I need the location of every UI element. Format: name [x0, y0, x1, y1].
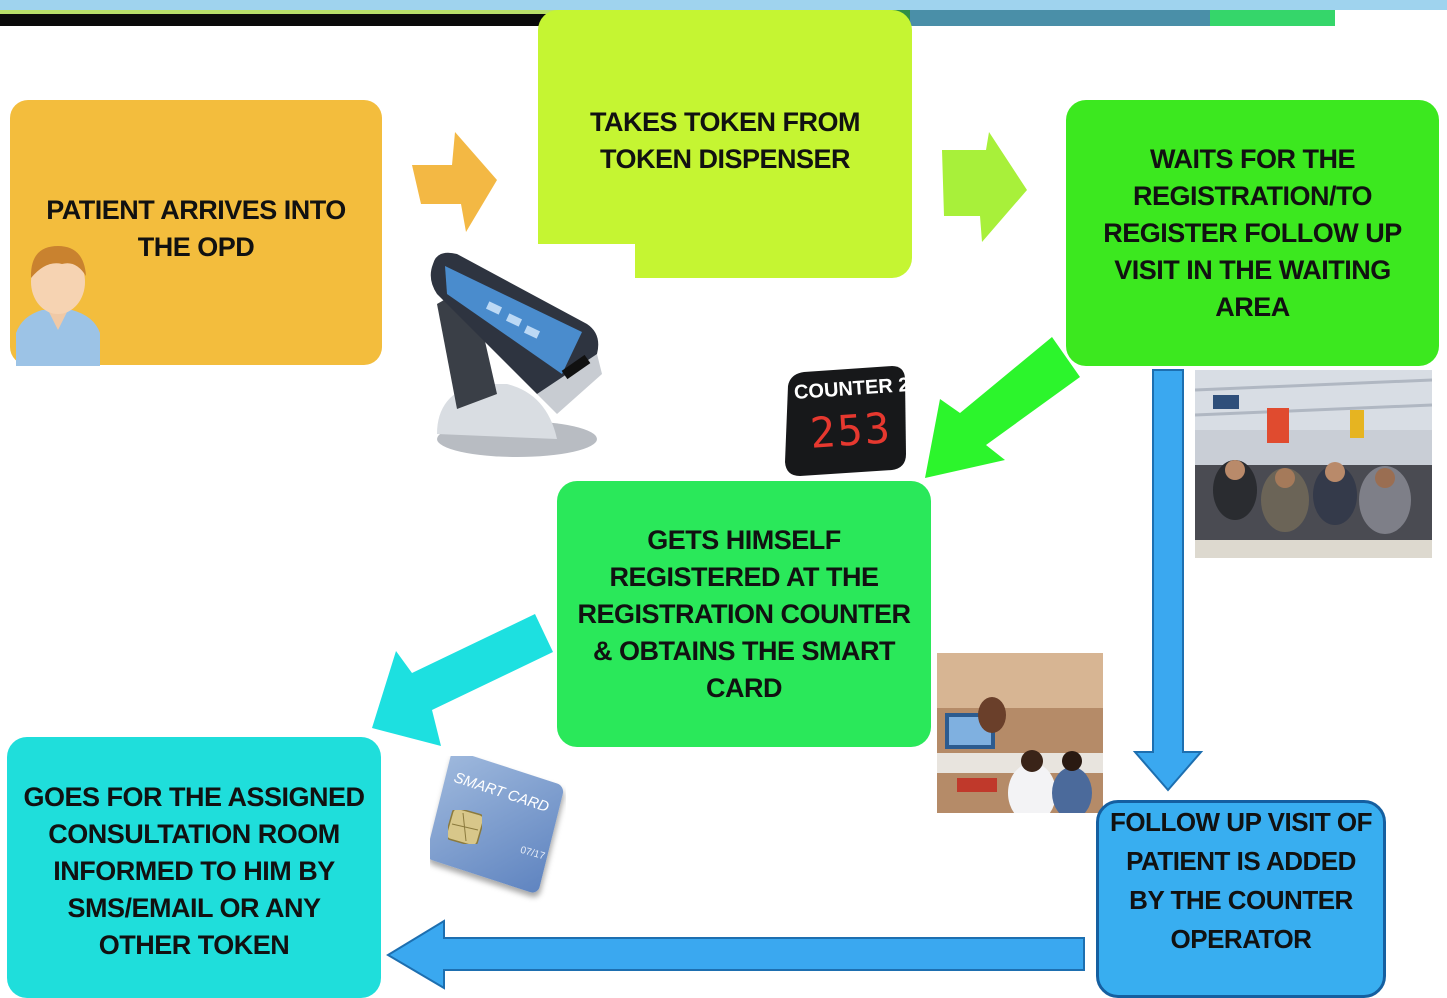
arrow-to-consultation [372, 614, 553, 746]
counter-number: 253 [808, 403, 894, 458]
token-dispenser-image [397, 244, 635, 466]
step-consultation-room: GOES FOR THE ASSIGNED CONSULTATION ROOM … [7, 737, 381, 998]
counter-display-image: COUNTER 2 253 [780, 364, 907, 476]
registration-counter-photo [937, 653, 1103, 813]
step-patient-arrives-text: PATIENT ARRIVES INTO THE OPD [46, 195, 346, 262]
step-takes-token: TAKES TOKEN FROM TOKEN DISPENSER [538, 10, 912, 278]
step-waits-registration-text: WAITS FOR THE REGISTRATION/TO REGISTER F… [1103, 143, 1402, 322]
step-waits-registration: WAITS FOR THE REGISTRATION/TO REGISTER F… [1066, 100, 1439, 366]
arrow-to-registration [925, 337, 1080, 478]
step-gets-registered: GETS HIMSELF REGISTERED AT THE REGISTRAT… [557, 481, 931, 747]
smart-card-icon: SMART CARD 07/17 [430, 756, 566, 906]
waiting-area-photo [1195, 370, 1432, 558]
step-consultation-room-text: GOES FOR THE ASSIGNED CONSULTATION ROOM … [23, 782, 365, 960]
patient-avatar-icon [16, 246, 100, 366]
arrow-left-to-consultation [386, 919, 1085, 990]
arrow-to-waiting [942, 132, 1027, 242]
arrow-down-to-follow-up [1132, 369, 1204, 792]
step-follow-up-visit: FOLLOW UP VISIT OF PATIENT IS ADDED BY T… [1096, 800, 1386, 998]
arrow-to-token [412, 132, 497, 232]
step-takes-token-text: TAKES TOKEN FROM TOKEN DISPENSER [589, 107, 861, 174]
step-follow-up-visit-text: FOLLOW UP VISIT OF PATIENT IS ADDED BY T… [1109, 807, 1373, 954]
smart-card-chip [448, 810, 482, 844]
step-gets-registered-text: GETS HIMSELF REGISTERED AT THE REGISTRAT… [577, 524, 912, 703]
